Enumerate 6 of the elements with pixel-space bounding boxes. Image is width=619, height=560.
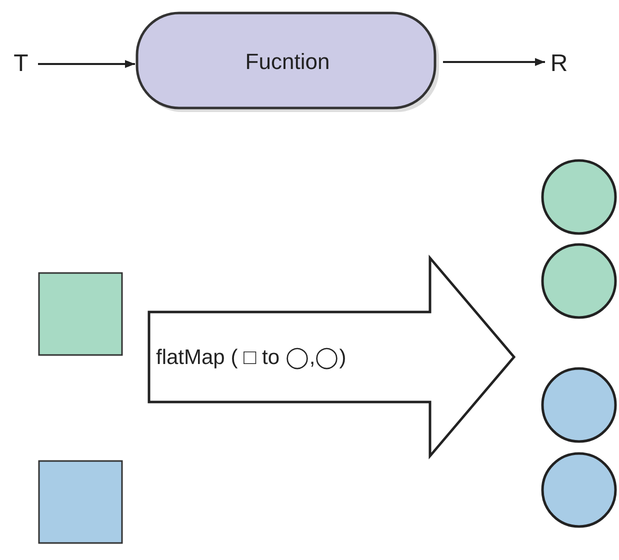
operation-label: flatMap ( □ to ◯,◯)	[156, 344, 346, 370]
function-label: Fucntion	[245, 49, 330, 75]
type-label: T	[14, 50, 28, 78]
type-label: R	[550, 50, 568, 78]
arrow	[443, 58, 545, 66]
arrow	[38, 60, 135, 68]
